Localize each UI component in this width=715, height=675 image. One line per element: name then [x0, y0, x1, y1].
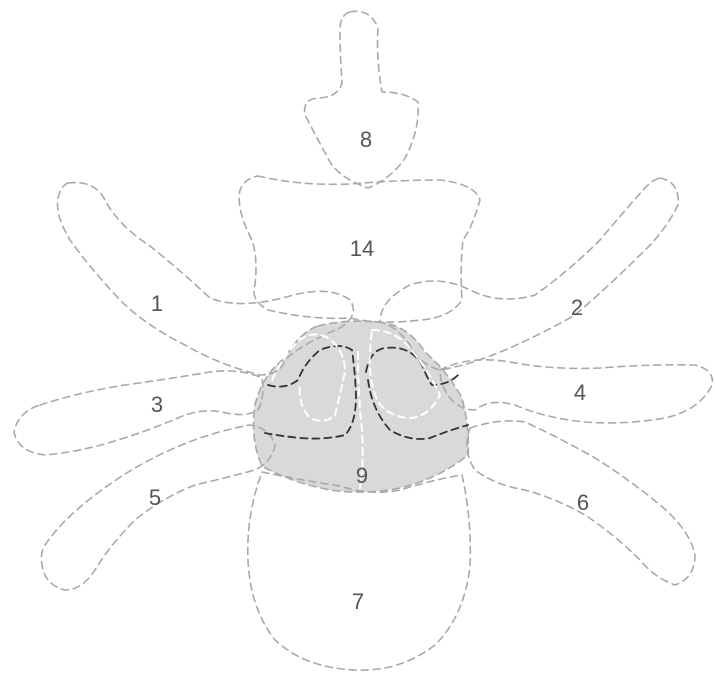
region-9-outline [252, 320, 470, 493]
inner-light-boundary-center [357, 351, 364, 489]
region-7-outline [246, 471, 472, 671]
region-5-outline [40, 424, 276, 591]
inner-dark-boundary-left [264, 345, 357, 440]
region-label-3: 3 [151, 392, 163, 417]
region-8-outline [303, 10, 420, 189]
region-label-6: 6 [577, 490, 589, 515]
region-label-1: 1 [151, 291, 163, 316]
region-6-outline [466, 420, 696, 586]
region-3-outline [13, 370, 264, 456]
region-label-4: 4 [574, 380, 586, 405]
region-label-5: 5 [149, 485, 161, 510]
region-4-outline [439, 358, 714, 424]
region-label-2: 2 [571, 295, 583, 320]
region-1-outline [56, 181, 355, 376]
region-label-9: 9 [356, 463, 368, 488]
inner-light-boundary-right [368, 329, 441, 419]
region-label-7: 7 [352, 589, 364, 614]
inner-light-boundary-left [271, 333, 346, 422]
region-2-outline [379, 177, 679, 371]
region-label-8: 8 [360, 127, 372, 152]
region-label-14: 14 [350, 236, 374, 261]
